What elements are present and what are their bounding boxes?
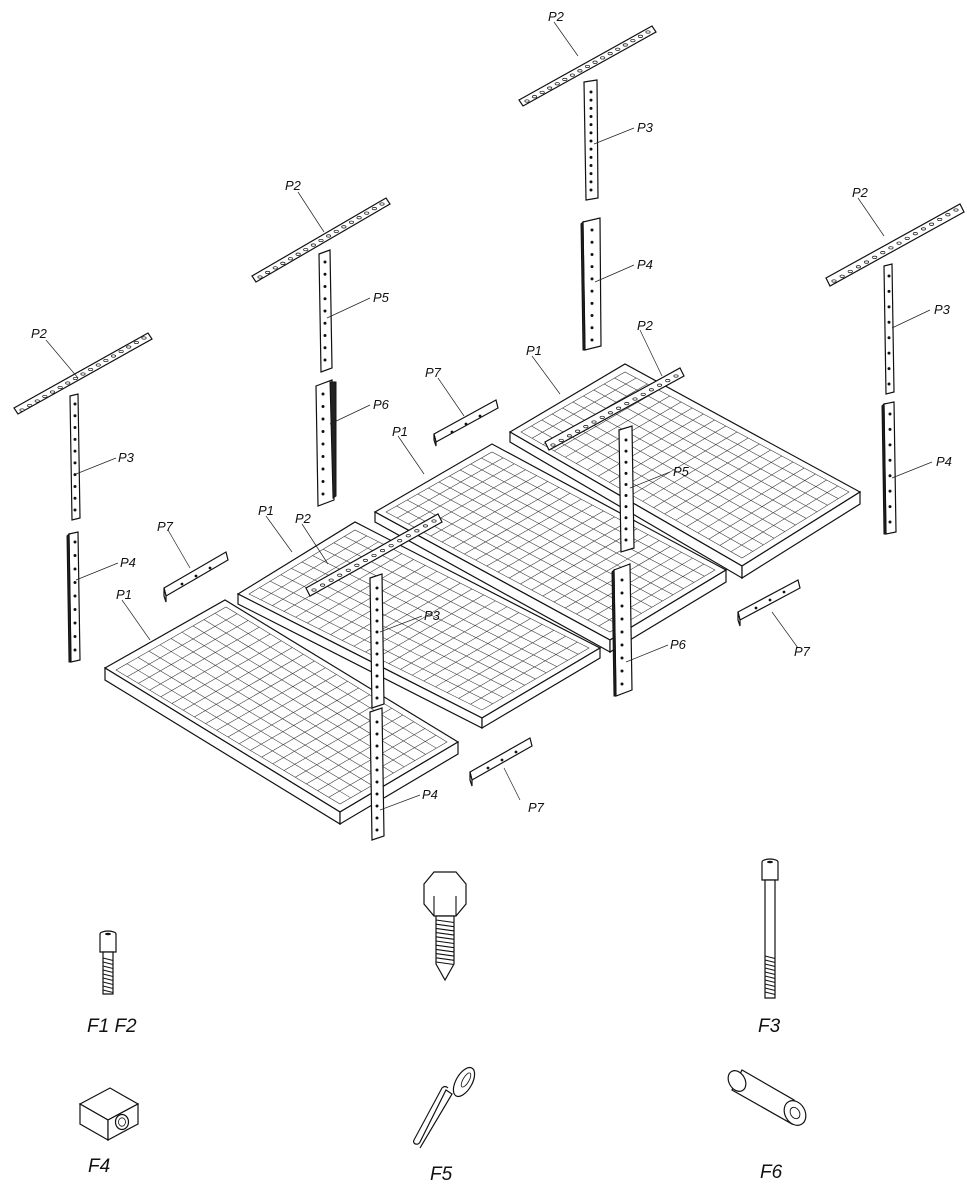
label-p2: P2	[31, 326, 48, 341]
label-f6: F6	[760, 1162, 783, 1183]
ceiling-bracket-p2-center-left	[251, 197, 391, 283]
ceiling-bracket-p2-mid-right	[544, 367, 685, 451]
center-right-post-group	[518, 25, 657, 351]
label-p5: P5	[673, 464, 690, 479]
label-p2: P2	[285, 178, 302, 193]
ceiling-bracket-p2-mid-left	[305, 513, 443, 597]
post-p6-right	[611, 563, 633, 697]
label-p3: P3	[637, 120, 654, 135]
right-post-group	[825, 203, 965, 535]
part-labels: P2 P3 P4 P1 P7 P2 P5 P6 P1 P2 P3 P4 P7 P…	[31, 9, 952, 815]
label-p4: P4	[422, 787, 438, 802]
upright-p3-mid	[369, 573, 385, 709]
upright-p5-mid	[618, 425, 635, 553]
socket-cap-screw-f1-f2-icon	[99, 930, 117, 995]
ceiling-bracket-p2-top	[518, 25, 657, 107]
label-f3: F3	[758, 1016, 781, 1037]
label-p3: P3	[424, 608, 441, 623]
upright-p5	[318, 249, 333, 373]
post-p6-left	[315, 379, 337, 507]
label-p1: P1	[526, 343, 542, 358]
label-p6: P6	[670, 637, 687, 652]
long-socket-cap-screw-f3-icon	[761, 858, 779, 999]
upright-p3-right	[883, 263, 895, 395]
center-left-post-group	[251, 197, 391, 507]
ceiling-bracket-p2-right	[825, 203, 965, 287]
label-p3: P3	[118, 450, 135, 465]
label-p2: P2	[295, 511, 312, 526]
leader-lines	[45, 21, 933, 811]
lag-screw-f5-icon	[423, 871, 467, 982]
label-p1: P1	[258, 503, 274, 518]
label-p7: P7	[794, 644, 811, 659]
label-f4: F4	[88, 1156, 110, 1177]
label-p1: P1	[392, 424, 408, 439]
middle-post-front	[305, 513, 443, 841]
label-p4: P4	[120, 555, 136, 570]
post-p4-right	[881, 401, 897, 535]
label-p2: P2	[548, 9, 565, 24]
label-p2: P2	[852, 185, 869, 200]
left-post-group	[13, 332, 153, 663]
square-nut-f4-icon	[78, 1087, 140, 1142]
hook-pin-f5-icon	[413, 1066, 476, 1149]
post-p4-left	[66, 531, 81, 663]
shelf-panel-back-left	[236, 521, 602, 730]
connector-plate-p7-left	[163, 551, 229, 603]
label-f1-f2: F1 F2	[87, 1016, 137, 1037]
connector-plate-p7-upper	[433, 399, 499, 447]
connector-plate-p7-right	[737, 579, 801, 627]
label-p7: P7	[528, 800, 545, 815]
spacer-tube-f6-icon	[727, 1069, 807, 1126]
post-p4-top	[580, 217, 602, 351]
label-p4: P4	[637, 257, 653, 272]
label-p1: P1	[116, 587, 132, 602]
ceiling-bracket-p2-left	[13, 332, 153, 415]
label-p6: P6	[373, 397, 390, 412]
shelf-panel-front-left	[103, 599, 460, 826]
label-p3: P3	[934, 302, 951, 317]
label-p5: P5	[373, 290, 390, 305]
label-p2: P2	[637, 318, 654, 333]
connector-plate-p7-bottom	[469, 737, 533, 787]
upright-p3-left	[69, 393, 81, 521]
post-p4-bottom	[369, 707, 385, 841]
upright-p3-top	[583, 79, 599, 201]
middle-post-back	[544, 367, 685, 697]
label-p4: P4	[936, 454, 952, 469]
label-p7: P7	[157, 519, 174, 534]
label-p7: P7	[425, 365, 442, 380]
label-f5: F5	[430, 1164, 453, 1185]
